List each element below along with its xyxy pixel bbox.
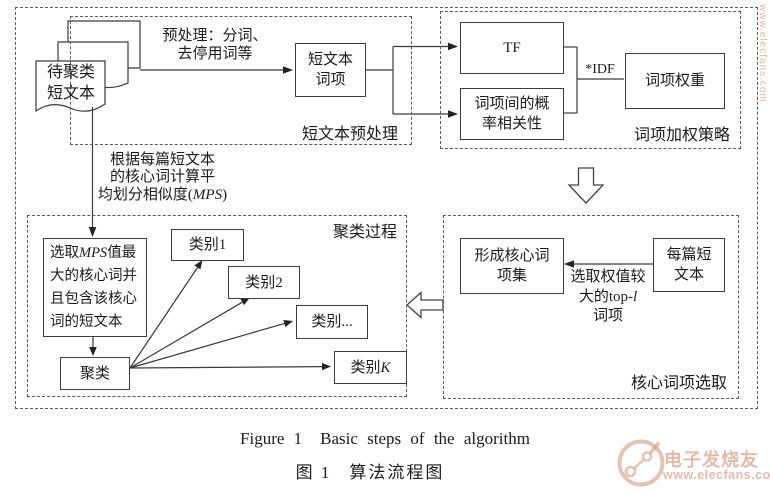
category-2-box: 类别2 bbox=[228, 266, 300, 299]
arrow-to-cat1 bbox=[129, 267, 198, 369]
block-arrow-left bbox=[406, 291, 444, 319]
select-mps-box: 选取MPS值最 大的核心词并 且包含该核心 词的短文本 bbox=[43, 238, 147, 337]
watermark-logo-url: www.elecfans.com bbox=[663, 468, 770, 482]
topl-note: 选取权值较 大的top-l 词项 bbox=[570, 269, 646, 324]
watermark-logo-icon bbox=[617, 439, 665, 487]
stage-clustering-label: 聚类过程 bbox=[332, 224, 397, 241]
stage-clustering bbox=[27, 215, 407, 397]
per-doc-box: 每篇短 文本 bbox=[653, 238, 725, 292]
tf-box: TF bbox=[460, 22, 564, 74]
stage-core-terms-label: 核心词项选取 bbox=[630, 375, 727, 392]
stage-preprocess-label: 短文本预处理 bbox=[301, 126, 398, 143]
block-arrow-down bbox=[567, 167, 605, 204]
stage-term-weighting bbox=[440, 11, 741, 149]
category-ellipsis-box: 类别... bbox=[296, 305, 368, 339]
term-box: 短文本 词项 bbox=[295, 43, 366, 97]
stage-preprocess bbox=[70, 16, 412, 145]
mps-note: 根据每篇短文本 的核心词计算平 均划分相似度(MPS) bbox=[97, 152, 228, 203]
watermark-vertical: www.elecfans.com bbox=[757, 4, 768, 103]
arrow-to-cat3 bbox=[129, 322, 286, 369]
cluster-box: 聚类 bbox=[60, 357, 130, 390]
arrow-to-cat2 bbox=[129, 301, 244, 369]
weight-box: 词项权重 bbox=[625, 53, 725, 109]
watermark-logo-title: 电子发烧友 bbox=[664, 450, 759, 470]
category-1-box: 类别1 bbox=[171, 229, 244, 261]
category-k-box: 类别K bbox=[334, 351, 407, 384]
stage-core-term-selection bbox=[443, 215, 739, 399]
prob-box: 词项间的概 率相关性 bbox=[460, 88, 564, 140]
stage-weighting-label: 词项加权策略 bbox=[633, 127, 730, 144]
figure-border bbox=[15, 7, 758, 409]
arrow-to-catk bbox=[129, 366, 324, 369]
doc-stack-label: 待聚类 短文本 bbox=[46, 64, 95, 102]
core-term-set-box: 形成核心词 项集 bbox=[460, 238, 564, 294]
idf-label: *IDF bbox=[585, 62, 615, 77]
preprocess-note: 预处理：分词、 去停用词等 bbox=[162, 28, 268, 62]
